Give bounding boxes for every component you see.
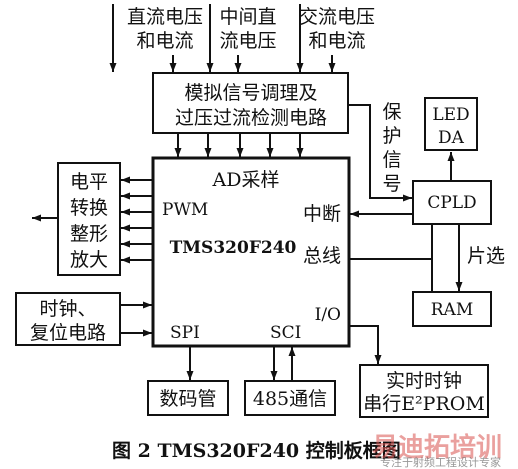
pwm-arrows xyxy=(121,176,153,264)
figure-caption: 图 2 TMS320F240 控制板框图 xyxy=(112,439,401,462)
svg-text:实时时钟: 实时时钟 xyxy=(386,370,462,392)
pwm-label: PWM xyxy=(162,200,208,220)
rtc-eeprom-block: 实时时钟 串行E²PROM xyxy=(359,364,489,418)
svg-text:转换: 转换 xyxy=(70,197,108,219)
led-da-block: LED DA xyxy=(424,97,478,151)
comm-485-block: 485通信 xyxy=(244,380,336,416)
clock-reset-block: 时钟、 复位电路 xyxy=(15,292,121,346)
svg-text:和电流: 和电流 xyxy=(308,30,365,52)
svg-text:片选: 片选 xyxy=(467,245,505,267)
input-mid-label: 中间直 流电压 xyxy=(219,6,276,52)
ram-block: RAM xyxy=(412,291,492,327)
svg-text:护: 护 xyxy=(382,125,401,147)
watermark-logo: 易迪拓培训 专注于射频工程设计专家 xyxy=(372,433,502,469)
input-ac-label: 交流电压 和电流 xyxy=(299,6,375,52)
cpld-block: CPLD xyxy=(412,180,492,225)
io-to-rtc-arrow xyxy=(349,325,382,364)
svg-text:串行E²PROM: 串行E²PROM xyxy=(363,393,485,415)
svg-text:直流电压: 直流电压 xyxy=(127,6,203,28)
svg-text:CPLD: CPLD xyxy=(427,193,476,213)
svg-text:流电压: 流电压 xyxy=(219,30,276,52)
bus-label: 总线 xyxy=(303,245,341,267)
svg-text:电平: 电平 xyxy=(70,171,108,193)
interrupt-label: 中断 xyxy=(303,203,341,225)
svg-text:放大: 放大 xyxy=(70,249,108,271)
spi-label: SPI xyxy=(170,323,200,343)
clock-to-dsp-arrows xyxy=(120,301,152,337)
display-block: 数码管 xyxy=(147,380,229,416)
svg-text:信: 信 xyxy=(382,149,401,171)
conditioning-to-dsp-arrows xyxy=(174,133,304,157)
svg-text:LED: LED xyxy=(432,105,469,125)
conditioning-block: 模拟信号调理及 过压过流检测电路 xyxy=(152,72,349,134)
shaping-block: 电平 转换 整形 放大 xyxy=(57,162,121,276)
svg-text:和电流: 和电流 xyxy=(136,30,193,52)
bus-lines xyxy=(349,224,433,292)
svg-text:中间直: 中间直 xyxy=(219,6,276,28)
svg-text:号: 号 xyxy=(382,173,401,195)
svg-text:整形: 整形 xyxy=(70,223,108,245)
svg-text:交流电压: 交流电压 xyxy=(299,6,375,28)
svg-text:专注于射频工程设计专家: 专注于射频工程设计专家 xyxy=(380,455,501,469)
io-label: I/O xyxy=(315,305,341,325)
svg-text:DA: DA xyxy=(438,128,465,148)
protect-signal-path: 保 护 信 号 xyxy=(348,101,412,202)
svg-text:485通信: 485通信 xyxy=(253,388,327,410)
input-dc-label: 直流电压 和电流 xyxy=(127,6,203,52)
sci-label: SCI xyxy=(270,323,301,343)
sci-comm-arrows xyxy=(270,346,296,380)
svg-text:过压过流检测电路: 过压过流检测电路 xyxy=(175,107,327,129)
svg-text:保: 保 xyxy=(382,101,401,123)
svg-text:易迪拓培训: 易迪拓培训 xyxy=(372,433,502,463)
svg-text:复位电路: 复位电路 xyxy=(30,322,106,344)
chip-select: 片选 xyxy=(455,224,505,291)
dsp-block: AD采样 PWM TMS320F240 中断 总线 I/O SPI SCI xyxy=(151,156,351,348)
ad-sampling-label: AD采样 xyxy=(212,169,280,191)
svg-text:RAM: RAM xyxy=(431,300,473,320)
svg-text:数码管: 数码管 xyxy=(159,388,216,410)
input-arrows xyxy=(109,4,336,72)
dsp-name: TMS320F240 xyxy=(170,238,297,258)
svg-text:模拟信号调理及: 模拟信号调理及 xyxy=(184,82,317,104)
svg-text:时钟、: 时钟、 xyxy=(39,298,96,320)
